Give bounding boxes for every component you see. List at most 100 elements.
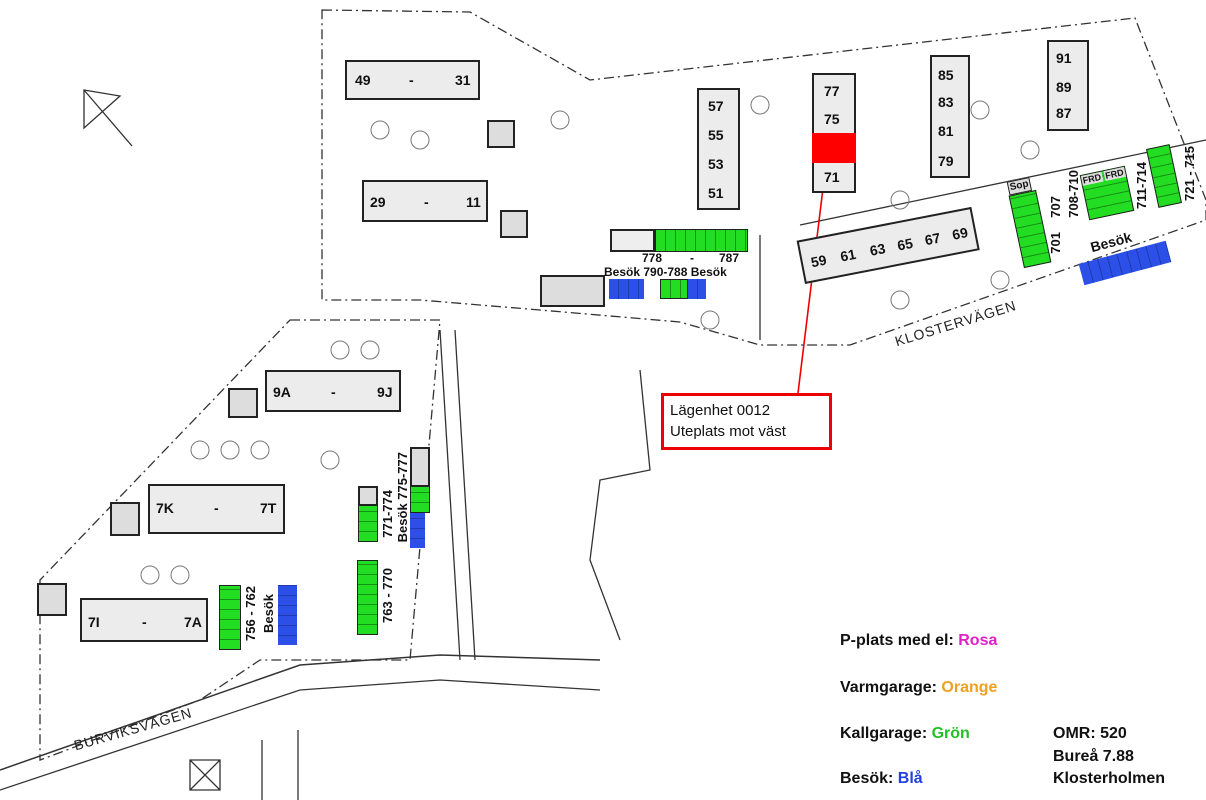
shed <box>228 388 258 418</box>
callout-pointer <box>797 179 825 394</box>
unit-label: 65 <box>895 234 915 254</box>
visitor-parking <box>410 513 425 548</box>
parking-label: 707 <box>1048 196 1063 218</box>
parking-763-770 <box>357 560 378 635</box>
highlighted-apartment-0012[interactable] <box>812 133 856 163</box>
legend-value: Orange <box>941 679 998 696</box>
unit-label: 31 <box>455 72 471 88</box>
parking-790-788 <box>660 279 688 299</box>
legend-label: Besök: <box>840 770 898 787</box>
unit-label: 89 <box>1056 79 1072 95</box>
building-29-11: 29 - 11 <box>362 180 488 222</box>
callout-line-1: Lägenhet 0012 <box>670 402 771 419</box>
parking-711-714: FRD FRD <box>1079 165 1135 221</box>
parking-label: - <box>690 251 694 265</box>
visitor-parking <box>609 279 644 299</box>
parking-label: 787 <box>719 251 740 265</box>
building-7i-7a: 7I - 7A <box>80 598 208 642</box>
unit-label: 67 <box>923 229 942 249</box>
unit-label: 11 <box>466 194 481 210</box>
legend-label: P-plats med el: <box>840 632 959 649</box>
parking-778-787 <box>655 229 748 252</box>
visitor-parking <box>278 585 297 645</box>
building-57-51: 57 55 53 51 <box>697 88 740 210</box>
frd-label: FRD <box>1080 171 1104 186</box>
legend-besok: Besök: Blå <box>840 770 923 788</box>
parking-label: 701 <box>1048 232 1063 254</box>
unit-label: 79 <box>938 153 954 169</box>
frd-label: FRD <box>1103 167 1126 182</box>
unit-label: 85 <box>938 67 954 83</box>
unit-label: 51 <box>708 185 724 201</box>
unit-label: - <box>409 72 414 88</box>
parking-label: Besök 790-788 Besök <box>604 265 727 279</box>
unit-label: 81 <box>938 123 954 139</box>
parking-756-762 <box>219 585 241 650</box>
shed <box>110 502 140 536</box>
shed <box>37 583 67 616</box>
building-7k-7t: 7K - 7T <box>148 484 285 534</box>
callout-line-2: Uteplats mot väst <box>670 423 786 440</box>
sop-label: Sop <box>1006 177 1032 196</box>
building-49-31: 49 - 31 <box>345 60 480 100</box>
unit-label: 83 <box>938 94 954 110</box>
unit-label: 69 <box>950 224 970 243</box>
unit-label: 7A <box>184 614 202 630</box>
unit-label: 75 <box>824 111 840 127</box>
unit-label: 57 <box>708 98 724 114</box>
unit-label: 9A <box>273 384 291 400</box>
shed <box>500 210 528 238</box>
parking-label: 778 <box>642 251 663 265</box>
parking-775-777 <box>410 486 430 513</box>
shed <box>410 447 430 487</box>
unit-label: 77 <box>824 83 840 99</box>
shed <box>487 120 515 148</box>
parking-label: 763 - 770 <box>380 568 395 623</box>
unit-label: - <box>331 384 336 400</box>
unit-label: 53 <box>708 156 724 172</box>
legend-kallgarage: Kallgarage: Grön <box>840 725 970 743</box>
legend-value: Blå <box>897 770 923 787</box>
unit-label: 87 <box>1056 105 1072 121</box>
unit-label: - <box>424 194 429 210</box>
parking-label: 721 - 715 <box>1182 146 1197 201</box>
unit-label: 59 <box>809 251 828 271</box>
unit-label: 55 <box>708 127 724 143</box>
unit-label: 7K <box>156 500 174 516</box>
unit-label: 7T <box>260 500 277 516</box>
unit-label: 29 <box>370 194 386 210</box>
building-91-87: 91 89 87 <box>1047 40 1089 131</box>
parking-label: Besök <box>261 594 276 634</box>
parking-label: 771-774 <box>380 490 395 538</box>
parking-label: 756 - 762 <box>243 586 258 641</box>
bike-shed <box>610 229 655 252</box>
unit-label: 91 <box>1056 50 1072 66</box>
legend-label: Kallgarage: <box>840 725 932 742</box>
legend-el: P-plats med el: Rosa <box>840 632 997 650</box>
legend-label: Varmgarage: <box>840 679 942 696</box>
unit-label: 71 <box>824 169 840 185</box>
parking-label: Besök 775-777 <box>395 452 410 543</box>
unit-label: 9J <box>377 384 393 400</box>
unit-label: 63 <box>868 240 887 259</box>
legend-value: Grön <box>931 725 970 742</box>
unit-label: 61 <box>838 245 858 265</box>
parking-label: 711-714 <box>1134 162 1149 209</box>
legend-value: Rosa <box>958 632 998 649</box>
parking-771-774 <box>358 505 378 542</box>
omr-label: OMR: 520 <box>1053 725 1127 742</box>
legend-varmgarage: Varmgarage: Orange <box>840 679 997 697</box>
unit-label: - <box>214 500 219 516</box>
unit-label: - <box>142 614 147 630</box>
callout-box: Lägenhet 0012 Uteplats mot väst <box>661 393 832 450</box>
storage-building <box>540 275 605 307</box>
unit-label: 49 <box>355 72 371 88</box>
building-85-79: 85 83 81 79 <box>930 55 970 178</box>
unit-label: 7I <box>88 614 100 630</box>
parking-label: 708-710 <box>1066 170 1081 218</box>
visitor-parking <box>688 279 706 299</box>
place-label: Klosterholmen <box>1053 770 1166 787</box>
building-9a-9j: 9A - 9J <box>265 370 401 412</box>
